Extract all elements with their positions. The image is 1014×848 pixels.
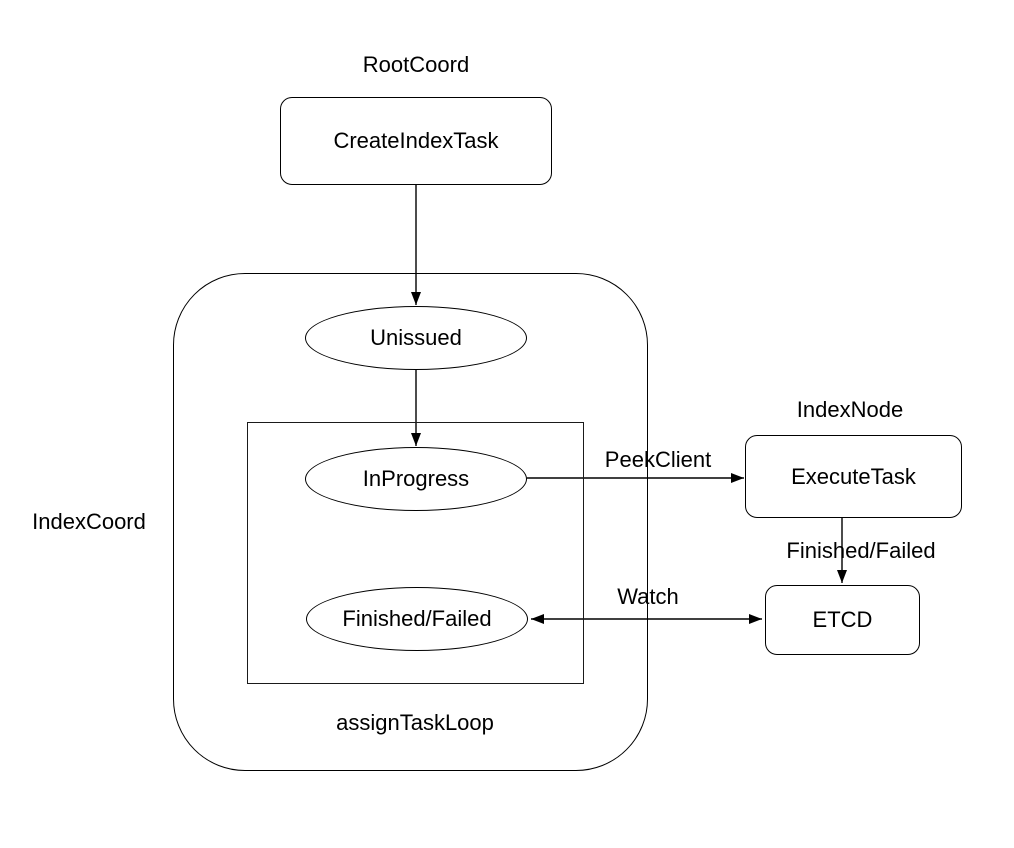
assigntaskloop-label: assignTaskLoop	[336, 710, 494, 735]
peekclient-edge-label: PeekClient	[604, 447, 712, 472]
etcd-node: ETCD	[765, 585, 920, 655]
indexcoord-container	[173, 273, 648, 771]
rootcoord-label: RootCoord	[362, 52, 470, 77]
unissued-state-node: Unissued	[305, 306, 527, 370]
in-progress-state-node: InProgress	[305, 447, 527, 511]
assigntaskloop-container	[247, 422, 584, 684]
execute-task-node: ExecuteTask	[745, 435, 962, 518]
finished-failed-edge-label: Finished/Failed	[786, 538, 936, 563]
finished-failed-state-node: Finished/Failed	[306, 587, 528, 651]
indexnode-label: IndexNode	[796, 397, 904, 422]
create-index-task-node: CreateIndexTask	[280, 97, 552, 185]
watch-edge-label: Watch	[617, 584, 679, 609]
indexcoord-label: IndexCoord	[32, 509, 146, 534]
